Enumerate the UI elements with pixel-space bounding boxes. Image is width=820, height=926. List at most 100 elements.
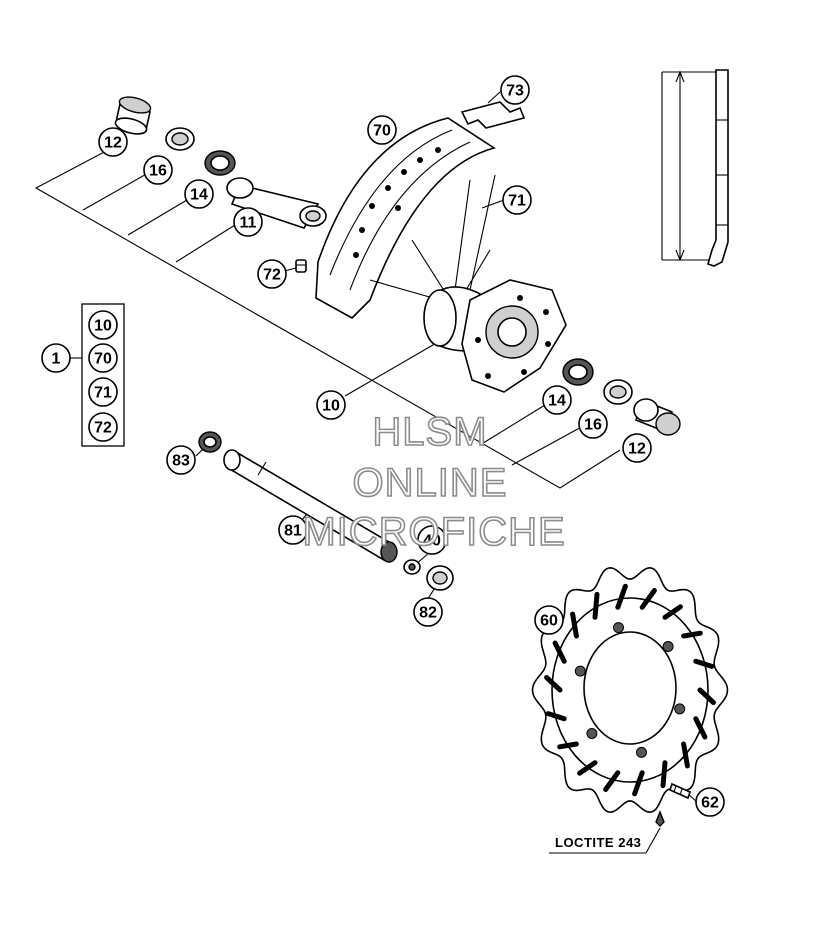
callout-c11: 11 [233, 207, 263, 237]
watermark-line-2: ONLINE [353, 461, 508, 505]
disc-slot [615, 583, 628, 610]
disc-bolt-hole [574, 665, 586, 677]
disc-slot [693, 658, 715, 669]
kit-item-2-ring [88, 377, 118, 407]
callout-c73: 73 [500, 75, 530, 105]
callout-c71-ring [502, 185, 532, 215]
callout-c83: 83 [166, 445, 196, 475]
kit-item-1-ring [88, 343, 118, 373]
callout-c62: 62 [695, 787, 725, 817]
callout-c60-ring [534, 605, 564, 635]
disc-bolt-62 [669, 782, 691, 800]
disc-slot [639, 588, 657, 610]
callout-c14a: 14 [184, 179, 214, 209]
callout-c14a-number: 14 [190, 187, 208, 204]
left-bearing-14 [204, 150, 236, 176]
loctite-note: LOCTITE 243 [555, 835, 641, 850]
left-seal-16 [165, 127, 195, 151]
rim-profile-drawing [661, 69, 729, 267]
callout-c60-number: 60 [540, 613, 558, 630]
hub-10 [423, 279, 567, 393]
disc-slot [570, 611, 579, 639]
callout-c11-ring [233, 207, 263, 237]
callout-c10-ring [316, 390, 346, 420]
rim-spoke-holes [353, 147, 441, 258]
kit-item-1-number: 70 [94, 351, 112, 368]
callout-c14b-ring [542, 385, 572, 415]
disc-slot [544, 675, 563, 693]
callout-c10-number: 10 [322, 398, 340, 415]
disc-slot [552, 640, 567, 664]
callout-c73-ring [500, 75, 530, 105]
callout-c82-ring [413, 597, 443, 627]
disc-slot [660, 760, 668, 789]
callout-c70: 70 [367, 115, 397, 145]
axle-81 [223, 449, 398, 563]
disc-slot [681, 741, 690, 769]
callout-c62-ring [695, 787, 725, 817]
callout-c12b-number: 12 [628, 441, 646, 458]
callout-c72-number: 72 [263, 267, 281, 284]
callout-c12b: 12 [622, 433, 652, 463]
disc-bolt-hole [613, 622, 624, 634]
kit-item-2-number: 71 [94, 385, 112, 402]
callout-c82-number: 82 [419, 605, 437, 622]
right-seal-16 [603, 379, 633, 405]
callout-c72: 72 [257, 259, 287, 289]
callout-c16b: 16 [578, 409, 608, 439]
distance-tube-11 [226, 177, 327, 229]
axle-nut-82 [426, 565, 454, 591]
callout-c1-ring [41, 343, 71, 373]
loctite-drop [655, 810, 665, 827]
left-spacer-12 [114, 96, 152, 135]
kit-item-0-ring [88, 310, 118, 340]
callout-c70-ring [367, 115, 397, 145]
rim-tape-73 [460, 101, 526, 129]
right-spacer-12 [633, 398, 681, 436]
callout-c62-number: 62 [701, 795, 719, 812]
disc-slot [557, 741, 579, 750]
disc-slot [545, 711, 567, 722]
callout-c83-ring [166, 445, 196, 475]
watermark-line-3: MICROFICHE [302, 510, 565, 554]
disc-slot [693, 716, 708, 740]
brake-disc-60 [531, 566, 729, 814]
callout-c14a-ring [184, 179, 214, 209]
callout-c40: 40 [417, 525, 447, 555]
callout-c83-number: 83 [172, 453, 190, 470]
callout-c12b-ring [622, 433, 652, 463]
disc-slot [662, 604, 683, 620]
callout-c73-number: 73 [506, 83, 524, 100]
callout-c72-ring [257, 259, 287, 289]
callout-c16a-number: 16 [149, 163, 167, 180]
disc-bolt-hole [662, 641, 674, 652]
callout-c81-ring [278, 515, 308, 545]
kit-item-2: 71 [88, 377, 118, 407]
callout-c71-number: 71 [508, 193, 526, 210]
seal-ring-83 [198, 431, 222, 453]
disc-slot [577, 760, 598, 776]
callout-c16b-number: 16 [584, 417, 602, 434]
callout-c12a-ring [98, 127, 128, 157]
disc-bolt-hole [674, 703, 686, 715]
callout-c1: 1 [41, 343, 71, 373]
washer-40 [403, 559, 421, 575]
callout-c11-number: 11 [240, 215, 257, 232]
kit-item-0-number: 10 [94, 318, 112, 335]
callout-c16a: 16 [143, 155, 173, 185]
disc-bolt-hole [636, 746, 647, 758]
disc-slot [632, 770, 645, 797]
disc-bolt-hole [586, 728, 598, 739]
callout-c81-number: 81 [284, 523, 302, 540]
callout-c70-number: 70 [373, 123, 391, 140]
disc-slot [681, 630, 703, 639]
callout-c60: 60 [534, 605, 564, 635]
right-bearing-14 [562, 358, 594, 386]
callout-c71: 71 [502, 185, 532, 215]
callout-c14b-number: 14 [548, 393, 566, 410]
callout-c40-ring [417, 525, 447, 555]
kit-item-3: 72 [88, 412, 118, 442]
callout-c10: 10 [316, 390, 346, 420]
nipple-72 [295, 259, 307, 273]
